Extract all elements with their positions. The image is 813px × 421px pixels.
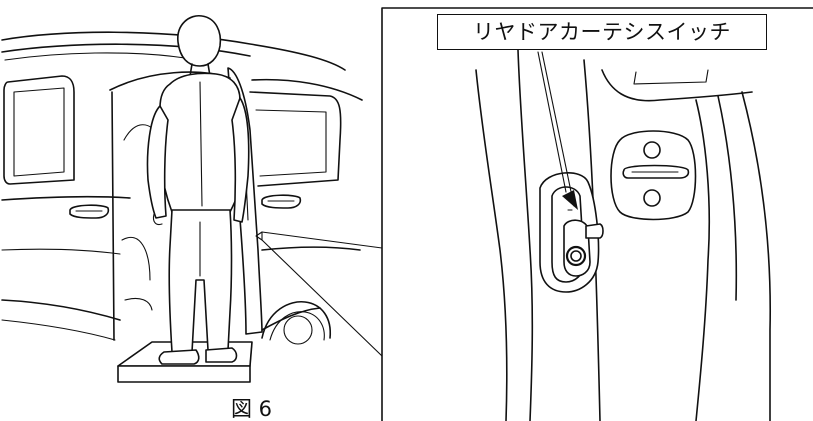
courtesy-switch [539,172,604,293]
standing-person [146,15,250,365]
pillar-outline [475,49,772,421]
door-striker [610,130,697,221]
label-pointer [537,51,578,210]
inset-frame [381,7,813,421]
figure-caption: 図 6 [231,397,273,421]
leader-lines [255,231,383,357]
van-scene [1,15,383,383]
detail-inset [381,7,813,421]
rear-door-courtesy-switch-label: リヤドアカーテシスイッチ [437,14,767,50]
